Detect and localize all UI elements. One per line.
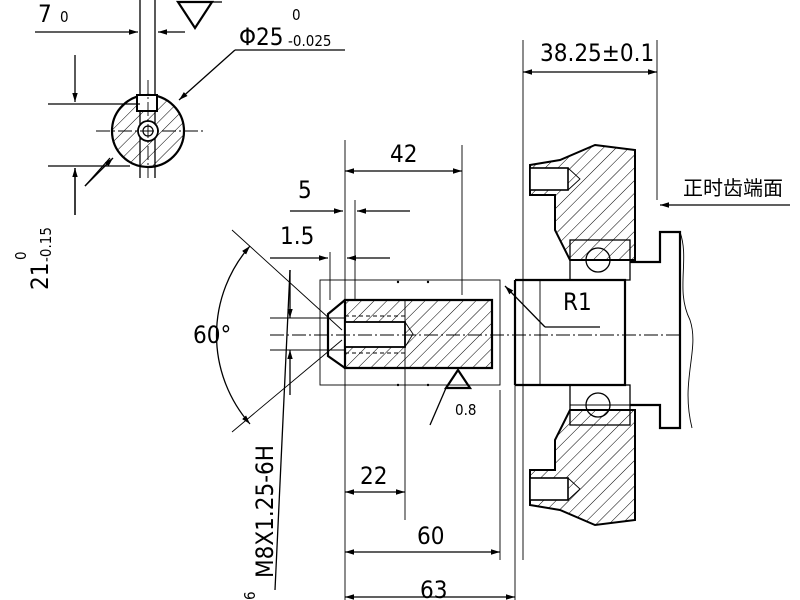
shaft-envelope	[319, 279, 501, 386]
shaft-main-view	[215, 140, 680, 600]
thread-callout-leader	[274, 269, 291, 591]
r1-leader-arrow	[504, 285, 546, 328]
drill-point	[404, 321, 414, 348]
housing-wall-upper	[529, 143, 636, 261]
thread-spec-label: M8X1.25-6H	[251, 445, 279, 578]
dim-21-label: 21	[26, 263, 54, 290]
dim-1-5-label: 1.5	[280, 222, 314, 250]
thread-spec-group: M8X1.25-6H	[251, 445, 279, 578]
roughness-symbol	[175, 0, 215, 31]
reference-dot	[396, 280, 400, 284]
bolt-upper-tip	[567, 167, 581, 191]
angle-leg-lower	[231, 339, 343, 433]
bolt-lower	[529, 477, 569, 501]
roughness-0-8-symbol	[443, 368, 473, 390]
bolt-upper	[529, 167, 569, 191]
flange-break-line	[679, 231, 694, 429]
housing-wall-lower	[529, 409, 636, 527]
dim-7-label-suffix: 0	[60, 8, 69, 26]
dim-5-label: 5	[298, 176, 312, 204]
roughness-0-8-leg	[429, 387, 447, 426]
dim-21-upper-tolerance: 0	[12, 251, 30, 260]
flange-outline	[630, 230, 682, 430]
dim-22-label: 22	[360, 462, 387, 490]
roughness-0-8-label: 0.8	[455, 401, 476, 419]
dim-7-label: 7	[38, 0, 52, 28]
reference-dot	[426, 280, 430, 284]
keyway-slot	[136, 94, 158, 112]
dim-42-label: 42	[390, 140, 417, 168]
angle-60-label: 60°	[193, 321, 231, 349]
edge-fragment-group: 6	[241, 591, 259, 600]
reference-dot	[396, 383, 400, 387]
edge-fragment-label: 6	[241, 591, 259, 600]
phi25-label: Φ25	[239, 23, 283, 51]
angle-60-arc	[215, 245, 251, 425]
shaft-hub	[515, 278, 627, 387]
phi25-leader-lower-arrow	[84, 157, 114, 187]
phi25-upper-tolerance: 0	[292, 6, 301, 24]
dim-63-label: 63	[420, 576, 447, 600]
threaded-hole	[344, 321, 406, 348]
phi25-leader-arrow	[178, 49, 236, 101]
shaft-chamfer-end	[326, 299, 346, 369]
radius-r1-label: R1	[563, 288, 592, 316]
dim-60-label: 60	[417, 522, 444, 550]
phi25-lower-tolerance: -0.025	[288, 32, 332, 50]
bolt-lower-tip	[567, 477, 581, 501]
reference-dot	[426, 383, 430, 387]
dim-21-lower-tolerance: -0.15	[37, 227, 55, 262]
dim-38-25-label: 38.25±0.1	[540, 39, 654, 67]
dim-21-text-group: 21 0 -0.15	[12, 227, 55, 290]
keyway-section-view	[35, 0, 345, 215]
housing-bearing-view	[513, 40, 790, 560]
angle-leg-upper	[231, 229, 343, 331]
timing-gear-end-face-label: 正时齿端面	[683, 176, 783, 200]
